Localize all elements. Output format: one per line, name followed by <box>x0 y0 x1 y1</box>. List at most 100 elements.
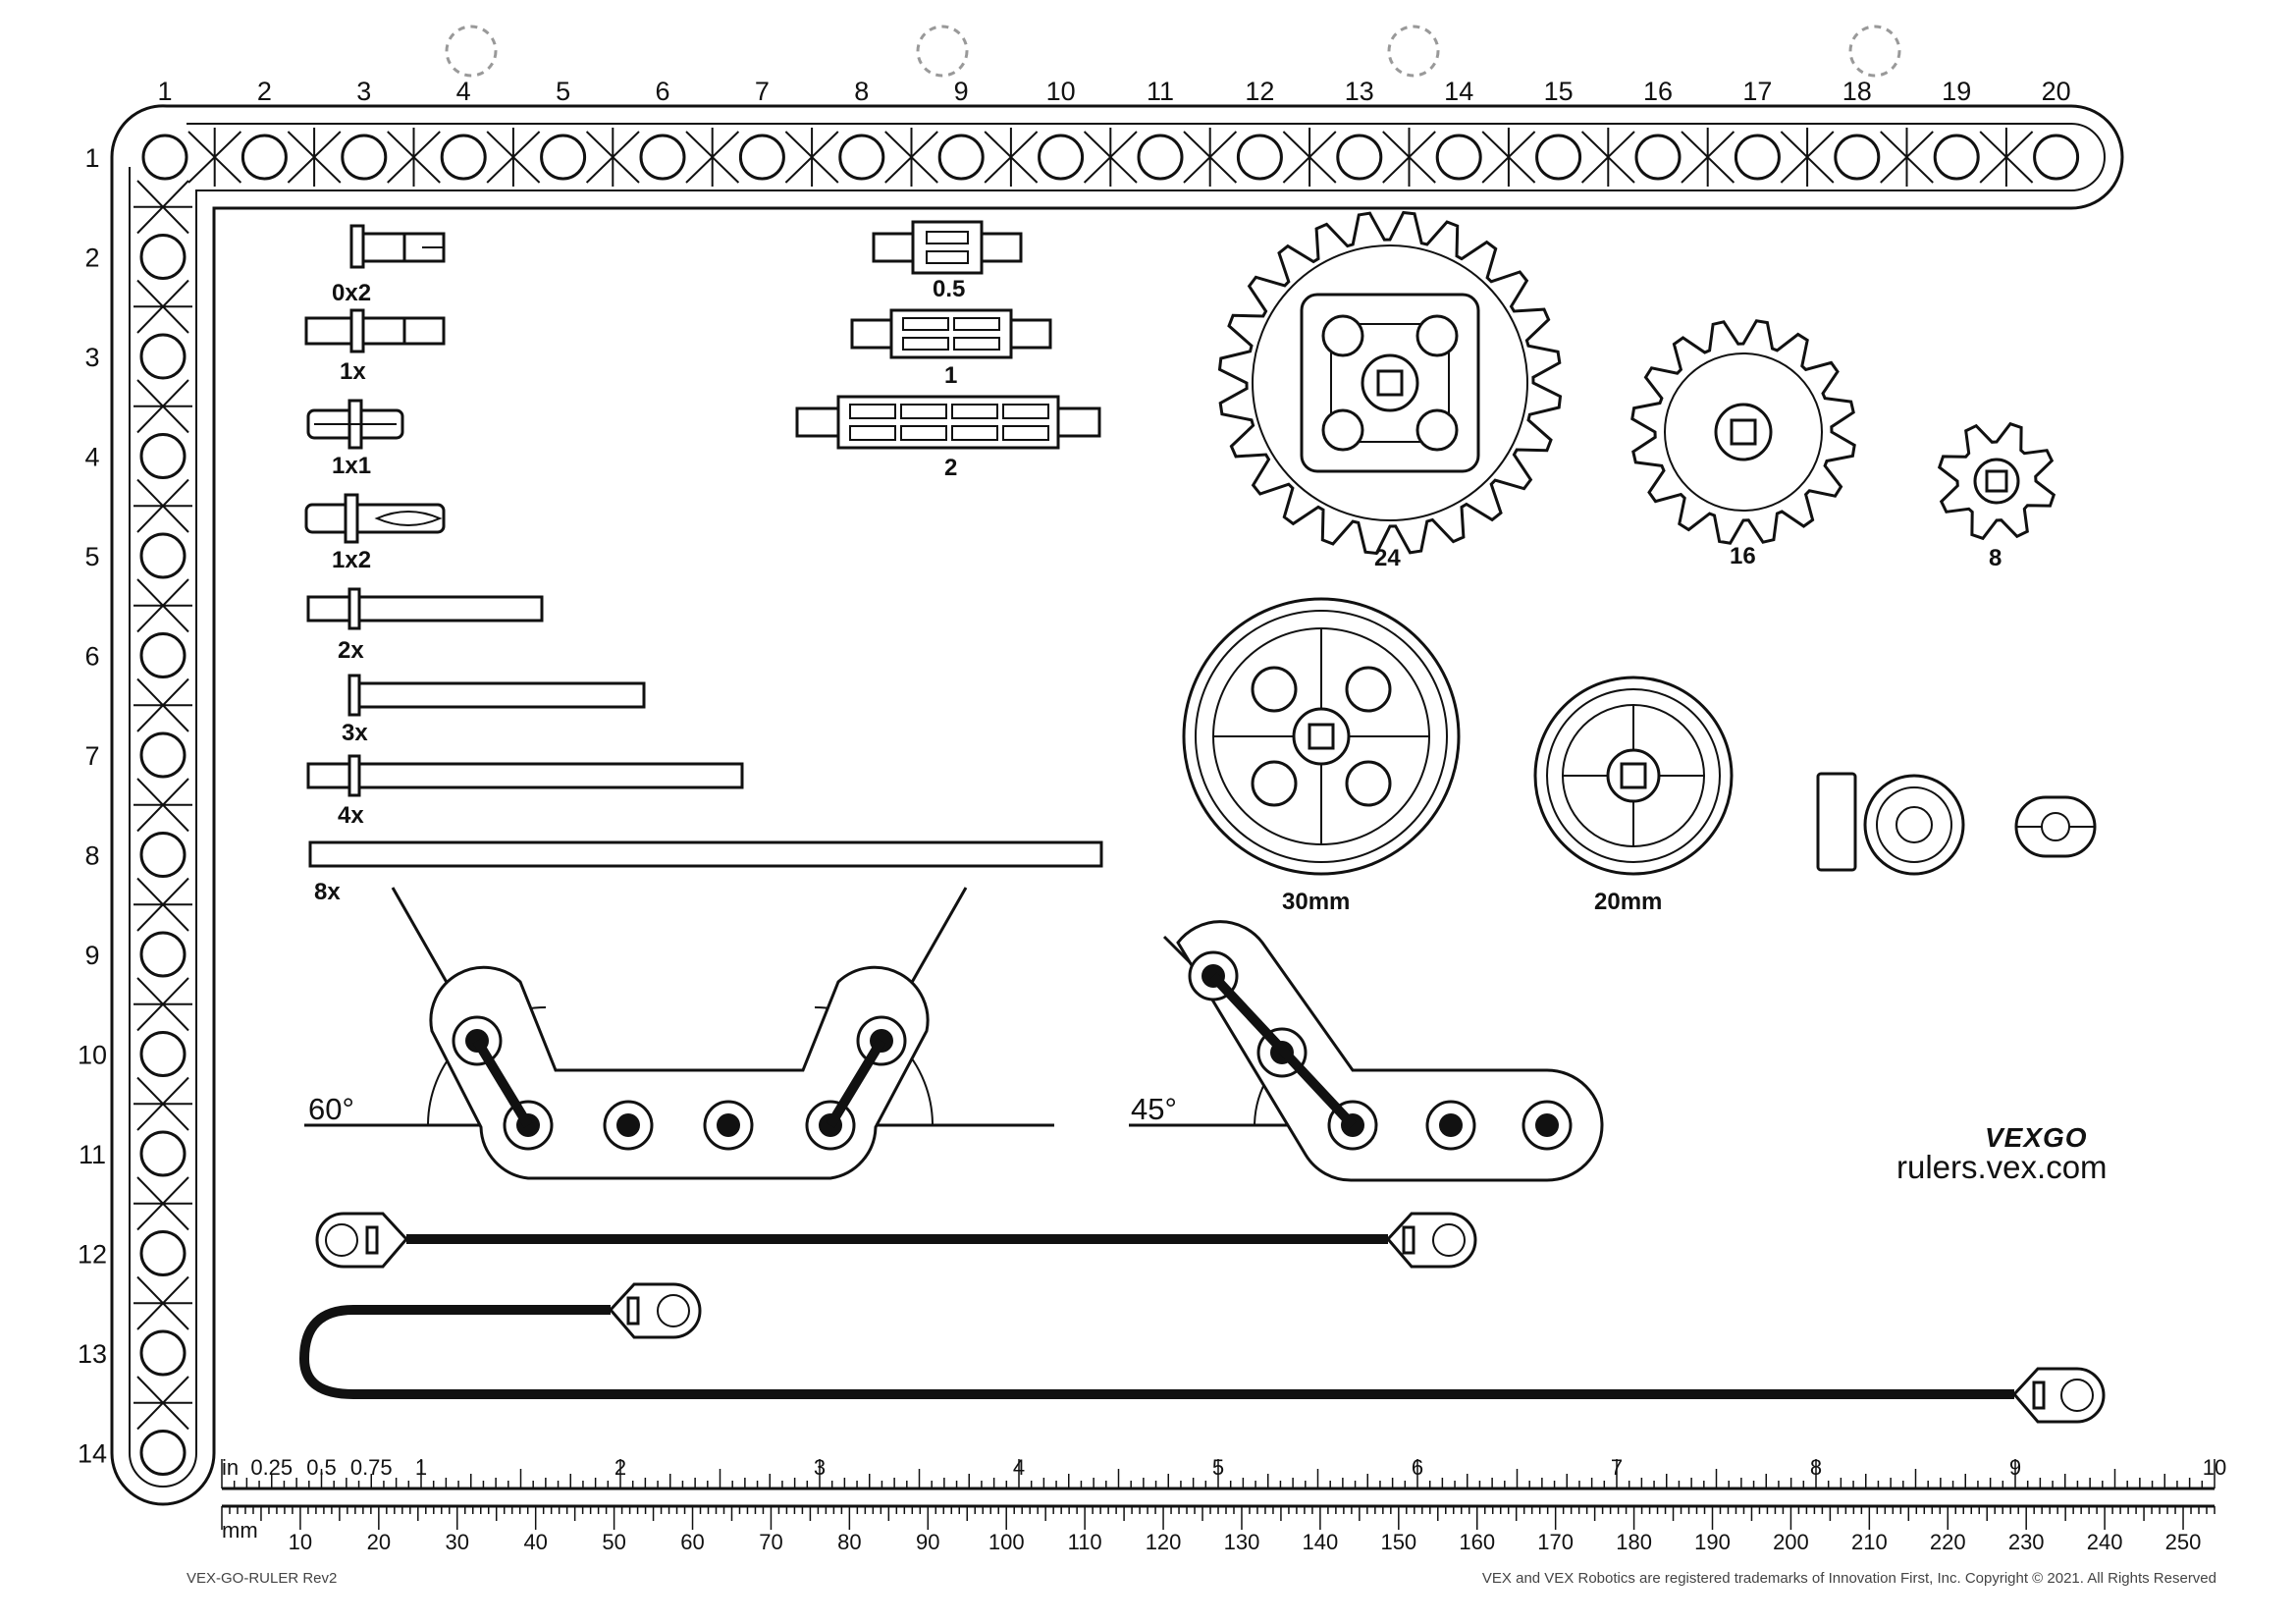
inch-number-label: 7 <box>1611 1455 1623 1480</box>
top-number: 2 <box>257 77 272 106</box>
pin-1x1-label: 1x1 <box>332 453 371 479</box>
mm-number-label: 90 <box>916 1530 939 1554</box>
revision-text: VEX-GO-RULER Rev2 <box>187 1570 337 1587</box>
mm-number-label: 110 <box>1068 1530 1102 1554</box>
mm-number-label: 40 <box>523 1530 547 1554</box>
inch-fraction-label: 0.5 <box>306 1455 337 1480</box>
mm-number-label: 10 <box>289 1530 312 1554</box>
top-number: 16 <box>1643 77 1673 106</box>
top-number: 3 <box>356 77 371 106</box>
mm-number-label: 200 <box>1773 1530 1809 1554</box>
l-beam <box>110 104 2124 1506</box>
top-number: 17 <box>1742 77 1772 106</box>
mm-number-label: 140 <box>1303 1530 1339 1554</box>
top-number: 20 <box>2042 77 2071 106</box>
shaft-3x-label: 3x <box>342 720 368 746</box>
mm-number-label: 160 <box>1459 1530 1495 1554</box>
mm-number-label: 220 <box>1930 1530 1966 1554</box>
inch-number-label: 5 <box>1212 1455 1224 1480</box>
pin-1x2: 1x2 <box>304 493 446 573</box>
shaft-3x: 3x <box>342 674 646 746</box>
pin-1x1: 1x1 <box>306 399 404 479</box>
angle-60-label: 60° <box>308 1092 354 1126</box>
gear-16-label: 16 <box>1730 543 1756 569</box>
brand-url: rulers.vex.com <box>1896 1149 2108 1185</box>
side-number: 1 <box>84 143 99 173</box>
mm-unit-label: mm <box>222 1518 258 1543</box>
gear-8-label: 8 <box>1989 545 2002 571</box>
gear-16: 16 <box>1630 319 1856 569</box>
shaft-2x: 2x <box>306 587 544 664</box>
inch-fraction-label: 0.75 <box>350 1455 393 1480</box>
rubber-band-long <box>298 1282 2106 1424</box>
pin-0x2-label: 0x2 <box>332 280 371 306</box>
wheel-30mm: 30mm <box>1182 597 1461 915</box>
top-number: 4 <box>456 77 471 106</box>
top-number: 8 <box>854 77 869 106</box>
brand: VEXGO rulers.vex.com <box>1896 1122 2108 1185</box>
top-number: 6 <box>655 77 669 106</box>
top-number: 14 <box>1444 77 1473 106</box>
mm-number-label: 30 <box>446 1530 469 1554</box>
wheel-20mm-label: 20mm <box>1594 889 1662 915</box>
top-number: 9 <box>954 77 969 106</box>
shaft-8x-label: 8x <box>314 879 341 905</box>
shaft-4x-label: 4x <box>338 802 364 829</box>
side-number: 7 <box>84 741 99 771</box>
pin-1x2-label: 1x2 <box>332 547 371 573</box>
side-number: 4 <box>84 443 99 472</box>
side-number: 6 <box>84 642 99 672</box>
shaft-8x: 8x <box>308 840 1103 905</box>
mm-number-label: 120 <box>1146 1530 1182 1554</box>
top-number: 10 <box>1046 77 1076 106</box>
mm-number-label: 20 <box>367 1530 391 1554</box>
connector-1-label: 1 <box>944 362 957 389</box>
mm-number-label: 170 <box>1537 1530 1574 1554</box>
mm-number-label: 50 <box>602 1530 625 1554</box>
side-number: 8 <box>84 841 99 871</box>
top-number: 12 <box>1245 77 1274 106</box>
mm-number-label: 180 <box>1616 1530 1652 1554</box>
inch-number-label: 1 <box>415 1455 427 1480</box>
top-number: 15 <box>1544 77 1574 106</box>
mm-number-label: 240 <box>2087 1530 2123 1554</box>
shaft-2x-label: 2x <box>338 637 364 664</box>
wheel-20mm: 20mm <box>1533 676 1734 915</box>
top-number: 13 <box>1345 77 1374 106</box>
connector-2: 2 <box>795 395 1101 481</box>
side-number: 12 <box>78 1240 107 1270</box>
mm-number-label: 130 <box>1224 1530 1260 1554</box>
mm-number-label: 210 <box>1851 1530 1888 1554</box>
top-number: 1 <box>157 77 172 106</box>
pin-0x2: 0x2 <box>332 224 446 306</box>
beam-holes-top <box>141 128 2080 187</box>
vex-go-logo: VEXGO <box>1985 1122 2088 1153</box>
inch-number-label: 10 <box>2203 1455 2226 1480</box>
side-number: 11 <box>79 1140 106 1169</box>
pin-1x: 1x <box>304 308 446 385</box>
connector-2-label: 2 <box>944 455 957 481</box>
mm-number-label: 150 <box>1380 1530 1416 1554</box>
mm-number-label: 230 <box>2008 1530 2045 1554</box>
top-number: 11 <box>1147 77 1174 106</box>
side-number: 13 <box>78 1339 107 1369</box>
gear-24: 24 <box>1217 210 1563 571</box>
spacer-parts <box>1816 772 2097 876</box>
mm-number-label: 80 <box>837 1530 861 1554</box>
mm-number-label: 70 <box>759 1530 782 1554</box>
side-number: 9 <box>84 941 99 970</box>
gear-8: 8 <box>1937 421 2056 571</box>
mm-number-label: 60 <box>680 1530 704 1554</box>
side-number: 14 <box>78 1439 107 1469</box>
side-number: 3 <box>84 343 99 372</box>
rubber-band-short <box>315 1212 1477 1269</box>
gear-24-label: 24 <box>1374 545 1401 571</box>
angle-45-label: 45° <box>1131 1092 1177 1126</box>
top-number: 5 <box>556 77 570 106</box>
inch-number-label: 4 <box>1013 1455 1025 1480</box>
